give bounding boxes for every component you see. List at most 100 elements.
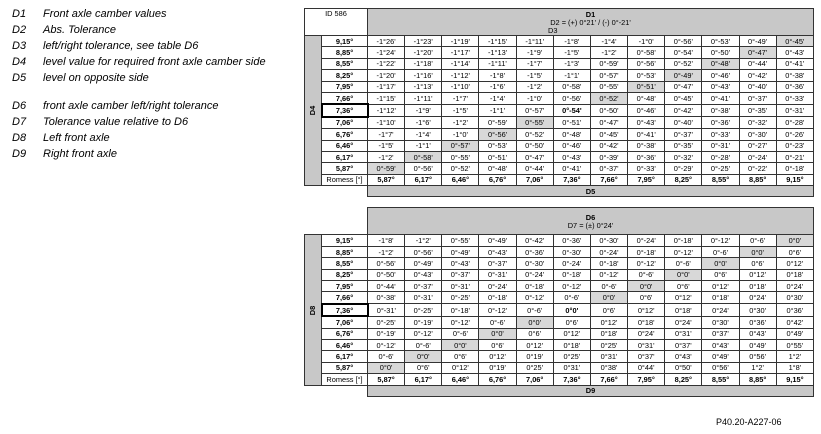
table-row: 8,55°0°-56'0°-49'0°-43'0°-37'0°-30'0°-24…	[305, 257, 815, 270]
column-header: 7,36°	[552, 173, 591, 187]
table-cell: 0°6'	[627, 291, 666, 305]
table-cell: 0°12'	[664, 291, 703, 305]
table-cell: 0°37'	[664, 338, 703, 352]
legend-text: Tolerance value relative to D6	[43, 116, 189, 128]
column-header: 6,17°	[404, 173, 443, 187]
table-cell: 0°-18'	[478, 291, 517, 305]
column-header: 8,55°	[701, 373, 740, 386]
table-cell: -1°5'	[552, 46, 591, 59]
table-cell: 0°36'	[775, 303, 815, 317]
table-cell: 0°-6'	[552, 291, 591, 305]
table-cell: 0°6'	[404, 361, 443, 375]
table-cell: 0°43'	[738, 327, 777, 341]
table-cell: 0°31'	[664, 327, 703, 341]
table-cell: 0°-6'	[366, 350, 406, 363]
table-cell: 0°30'	[701, 315, 740, 329]
row-header: 8,55°	[321, 257, 368, 270]
table-cell: 0°-38'	[366, 291, 406, 305]
table-cell: 0°0'	[515, 315, 554, 329]
column-header: 8,55°	[701, 173, 740, 187]
table-cell: 0°-44'	[515, 162, 554, 175]
table-cell: 0°18'	[664, 303, 703, 317]
table-cell: 0°-25'	[404, 303, 443, 317]
table-cell: 0°-57'	[589, 69, 629, 82]
row-header: 7,66°	[321, 91, 368, 105]
table-cell: 0°-25'	[701, 162, 740, 175]
table-cell: -1°5'	[515, 69, 554, 82]
legend-key: D6	[12, 100, 27, 112]
legend-text: level value for required front axle camb…	[43, 56, 266, 68]
table-cell: 0°-41'	[552, 162, 591, 175]
table-cell: -1°12'	[441, 69, 480, 82]
table-cell: -1°10'	[441, 80, 480, 93]
table-cell: 0°-40'	[664, 116, 703, 130]
legend-key: D3	[12, 40, 27, 52]
table-cell: 0°-12'	[366, 338, 406, 352]
table-cell: 0°-47'	[589, 116, 629, 130]
table-cell: 0°-45'	[664, 91, 703, 105]
table-cell: -1°11'	[478, 57, 517, 71]
table-cell: 0°0'	[664, 268, 703, 282]
table-cell: 0°0'	[478, 327, 517, 341]
table-cell: 0°-43'	[478, 245, 517, 259]
table-cell: 0°-49'	[738, 34, 777, 48]
table-cell: 0°-43'	[404, 268, 443, 282]
row-header: 6,76°	[321, 327, 368, 341]
table-cell: 0°6'	[738, 257, 777, 270]
table-cell: 0°-29'	[664, 162, 703, 175]
table-cell: 0°-30'	[515, 257, 554, 270]
table-cell: -1°7'	[441, 91, 480, 105]
row-axis-label-text: D8	[308, 305, 318, 315]
table-cell: 0°-6'	[664, 257, 703, 270]
table-cell: 0°6'	[664, 280, 703, 293]
table-cell: 0°-46'	[701, 69, 740, 82]
row-header: 6,17°	[321, 350, 368, 363]
table-cell: 0°-18'	[515, 280, 554, 293]
row-header: 9,15°	[321, 234, 368, 247]
row-header: 7,06°	[321, 315, 368, 329]
table-cell: 0°-12'	[478, 303, 517, 317]
table-cell: 0°-18'	[627, 245, 666, 259]
table-cell: 0°56'	[701, 361, 740, 375]
table-cell: 0°-31'	[478, 268, 517, 282]
table-cell: -1°10'	[366, 116, 406, 130]
footer-label: Romess [°]	[321, 173, 368, 187]
column-header: 8,85°	[738, 373, 777, 386]
table-cell: 0°-12'	[664, 245, 703, 259]
table-cell: 0°-24'	[478, 280, 517, 293]
table-cell: 0°-33'	[775, 91, 815, 105]
legend-text: Front axle camber values	[43, 8, 167, 20]
table-cell: -1°4'	[404, 128, 443, 141]
table-cell: 0°30'	[775, 291, 815, 305]
table-cell: -1°5'	[366, 139, 406, 152]
table-row: 7,95°-1°17'-1°13'-1°10'-1°6'-1°2'0°-58'0…	[305, 80, 815, 93]
table-cell: 0°-31'	[366, 303, 406, 317]
table-cell: 0°24'	[627, 327, 666, 341]
table-cell: 0°-36'	[701, 116, 740, 130]
table-cell: 0°-43'	[441, 257, 480, 270]
table-cell: 0°18'	[589, 327, 629, 341]
row-header: 7,66°	[321, 291, 368, 305]
table-cell: 0°-56'	[404, 245, 443, 259]
table-cell: 0°-24'	[627, 234, 666, 247]
table-cell: 0°0'	[701, 257, 740, 270]
table-cell: 0°-59'	[478, 116, 517, 130]
table-cell: 0°-6'	[627, 268, 666, 282]
table-cell: 0°-48'	[701, 57, 740, 71]
table-cell: 0°-52'	[441, 162, 480, 175]
table-cell: 0°-41'	[775, 57, 815, 71]
table-cell: 0°-40'	[738, 80, 777, 93]
table-cell: 0°-54'	[664, 46, 703, 59]
row-header: 6,46°	[321, 139, 368, 152]
legend-key: D4	[12, 56, 27, 68]
table-row: 7,66°0°-38'0°-31'0°-25'0°-18'0°-12'0°-6'…	[305, 291, 815, 305]
table-cell: 0°-52'	[515, 128, 554, 141]
table-cell: 0°-52'	[664, 57, 703, 71]
table-cell: 0°55'	[775, 338, 815, 352]
table-cell: 0°-28'	[775, 116, 815, 130]
table-cell: -1°2'	[589, 46, 629, 59]
table-cell: 0°-47'	[738, 46, 777, 59]
table-cell: 0°12'	[775, 257, 815, 270]
